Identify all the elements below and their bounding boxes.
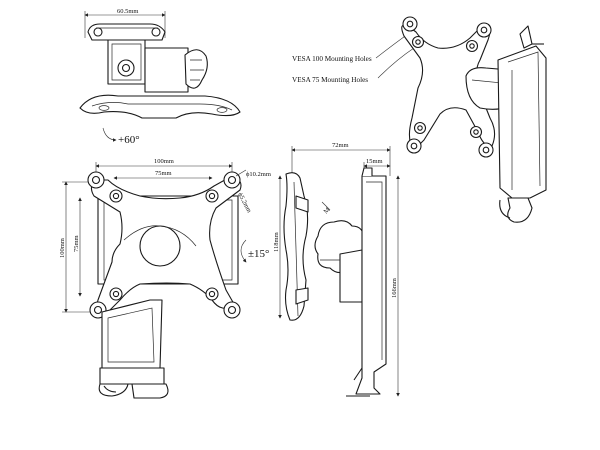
dim-side-right: 15mm [366, 158, 383, 165]
dim-front-75: 75mm [155, 170, 172, 177]
top-view: 60.5mm +60° [79, 8, 241, 146]
hole-large-label: ϕ10.2mm [246, 171, 271, 178]
side-view: 72mm 15mm 118mm 166mm M [273, 142, 400, 397]
dim-front-height-75: 75mm [73, 235, 80, 252]
knob-label: M [322, 206, 331, 215]
dim-top-width: 60.5mm [117, 8, 139, 15]
tilt-label: +60° [118, 134, 140, 146]
callout-vesa100: VESA 100 Mounting Holes [292, 55, 372, 63]
dim-side-118: 118mm [273, 232, 280, 252]
callout-vesa75: VESA 75 Mounting Holes [292, 76, 368, 84]
swivel-label: ±15° [248, 248, 269, 260]
dim-side-depth: 72mm [332, 142, 349, 149]
front-view: 100mm 75mm 100mm 75mm ϕ10.2mm ϕ5.2mm [59, 158, 271, 399]
dim-front-height-100: 100mm [59, 238, 66, 258]
dim-front-100: 100mm [154, 158, 174, 165]
hole-small-label: ϕ5.2mm [236, 192, 252, 214]
dim-side-166: 166mm [391, 278, 398, 298]
isometric-view: VESA 100 Mounting Holes VESA 75 Mounting… [292, 16, 547, 223]
